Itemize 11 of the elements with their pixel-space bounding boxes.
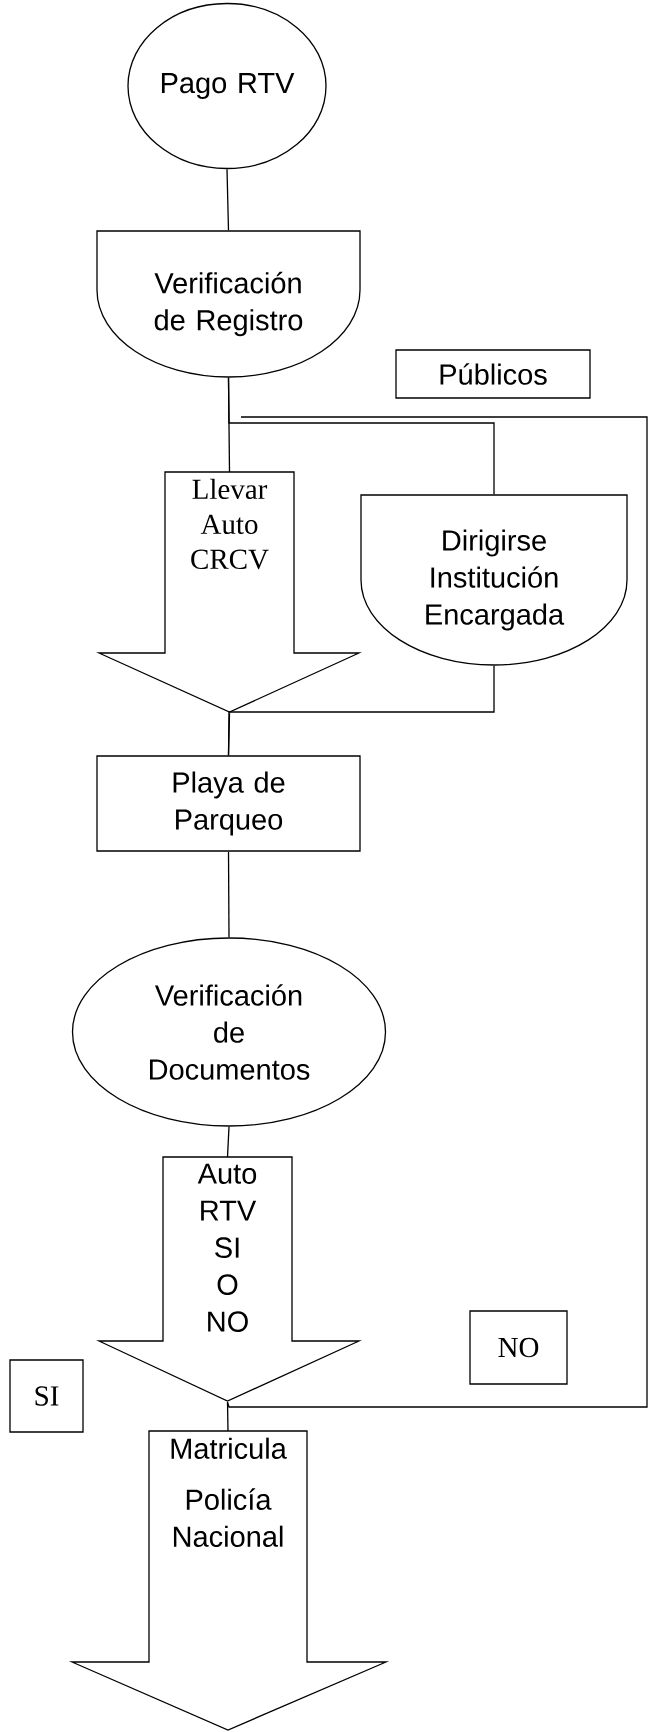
text-box: Públicos [395,349,591,399]
text-box: NO [469,1310,568,1385]
connector-line [226,1126,230,1158]
connector-line [227,665,495,756]
connector-line [227,851,230,938]
connector-line [226,1401,229,1432]
connector-line [227,377,495,495]
connector-line [226,416,648,1408]
text-box: SI [9,1359,84,1433]
connector-line [226,168,230,231]
process-box: Playa de Parqueo [96,755,361,852]
